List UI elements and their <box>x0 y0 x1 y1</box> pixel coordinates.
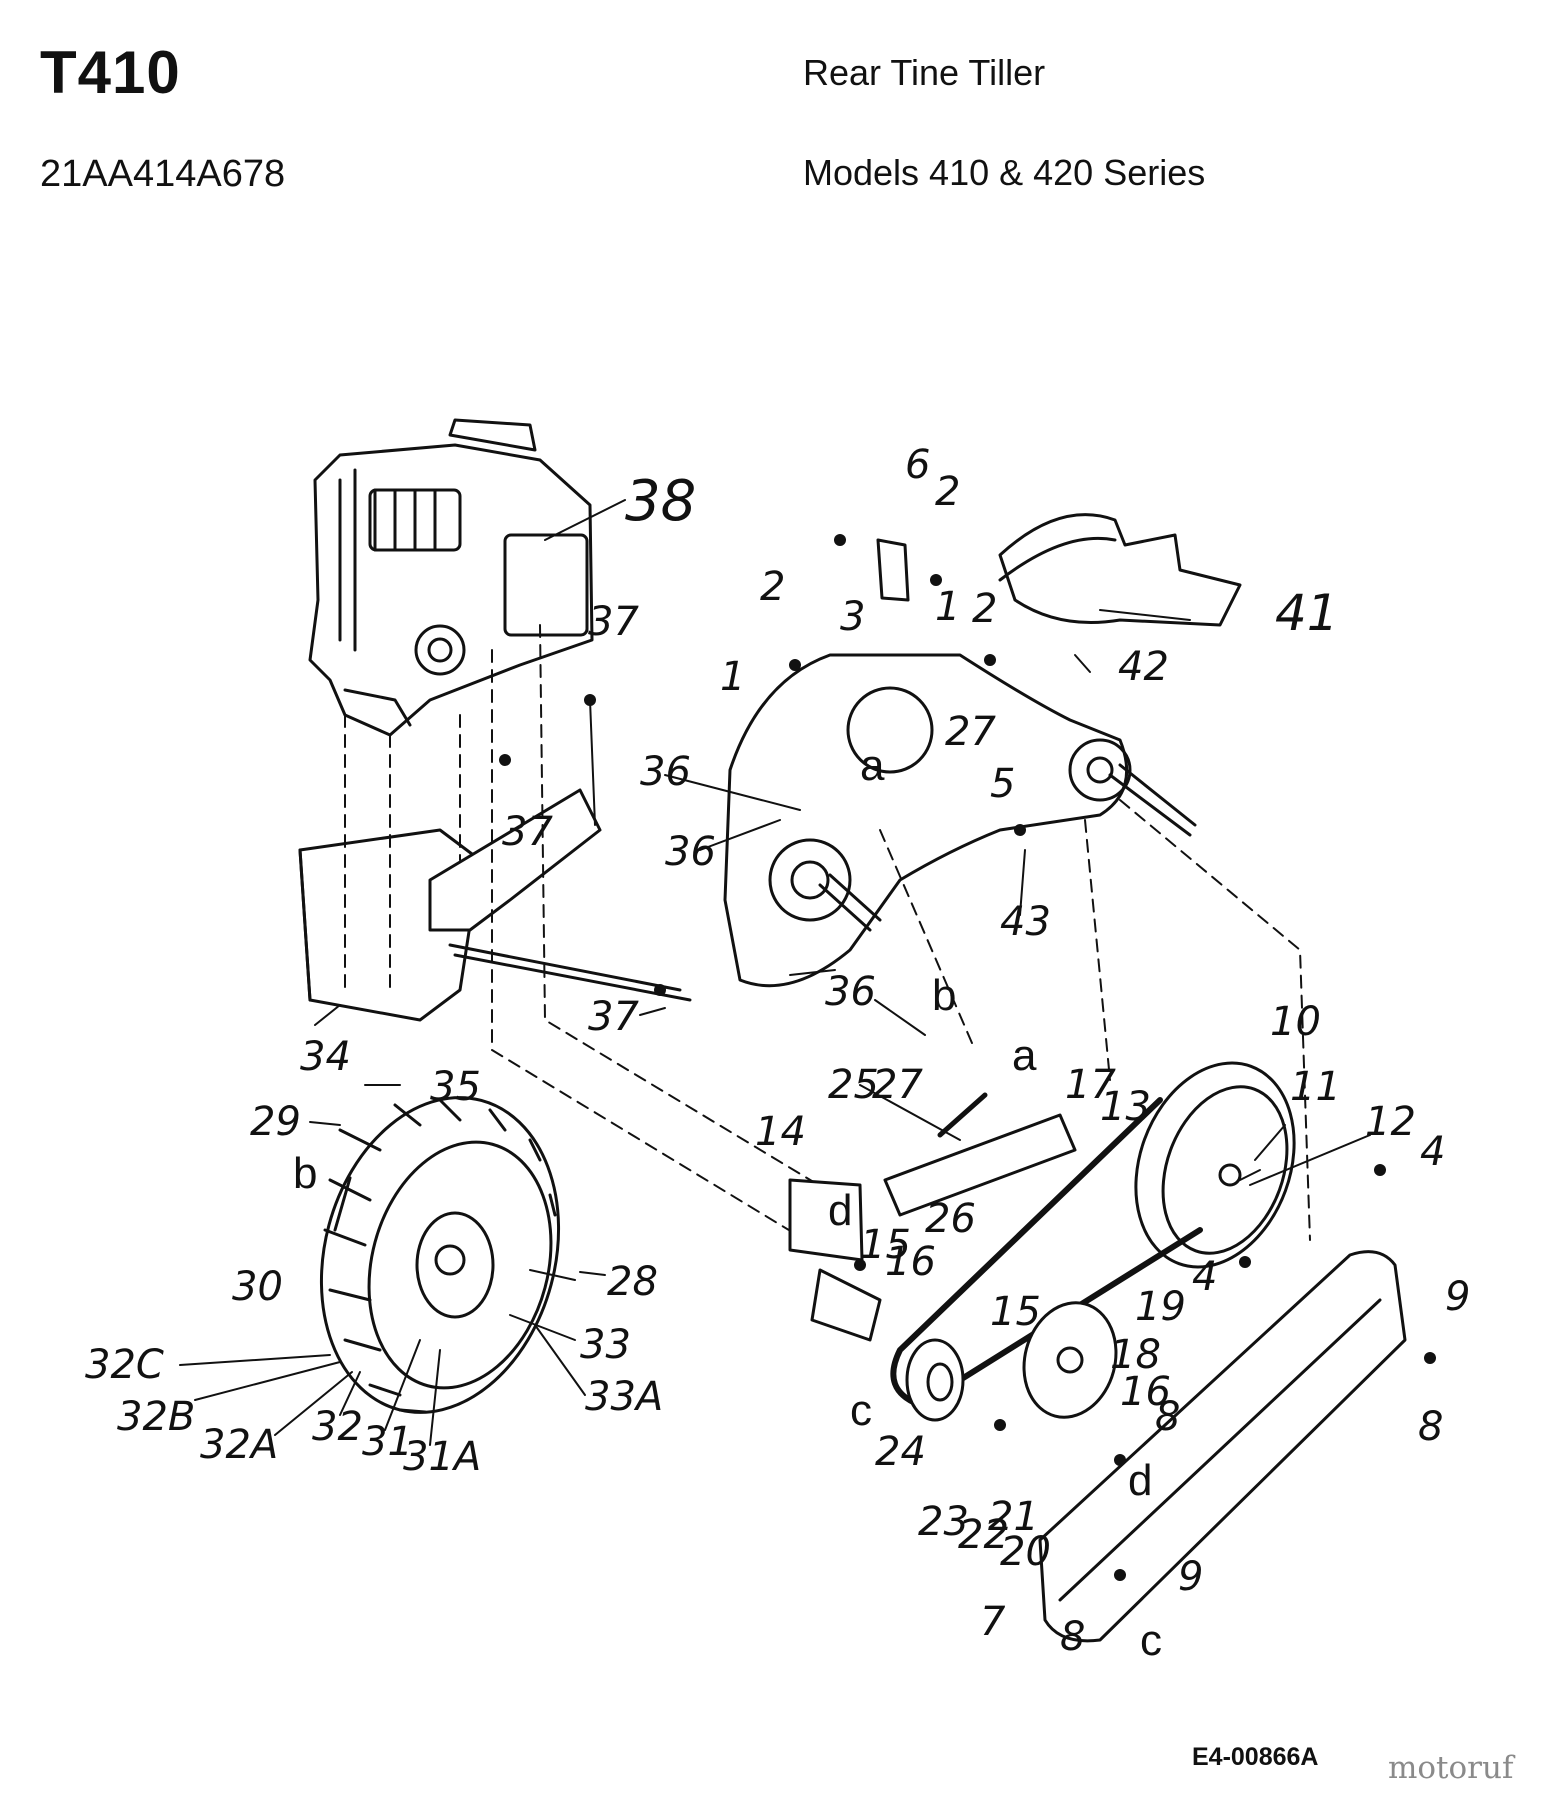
callout-2: 2 <box>935 469 960 515</box>
callout-31: 31 <box>362 1419 413 1465</box>
support-rod <box>448 943 692 1002</box>
ref-letter-d: d <box>1128 1456 1152 1505</box>
callout-24: 24 <box>875 1429 926 1475</box>
wheel-assembly <box>319 1096 561 1414</box>
callout-8: 8 <box>1155 1394 1180 1440</box>
callout-13: 13 <box>1100 1084 1151 1130</box>
callout-11: 11 <box>1290 1064 1341 1110</box>
idler-arm <box>883 1113 1077 1217</box>
product-name: Rear Tine Tiller <box>803 52 1046 93</box>
callout-15: 15 <box>860 1222 911 1268</box>
ref-letter-b: b <box>932 971 956 1020</box>
callout-36: 36 <box>825 969 876 1015</box>
callout-2: 2 <box>760 564 785 610</box>
callout-36: 36 <box>665 829 716 875</box>
callout-37: 37 <box>588 994 639 1040</box>
ref-letter-a: a <box>1012 1031 1037 1080</box>
callout-28: 28 <box>607 1259 658 1305</box>
bracket-6 <box>876 538 910 602</box>
lower-axle <box>818 873 882 932</box>
callout-27: 27 <box>945 709 996 755</box>
callout-6: 6 <box>905 442 930 488</box>
callout-2: 2 <box>972 586 997 632</box>
product-series: Models 410 & 420 Series <box>803 152 1206 193</box>
callout-18: 18 <box>1110 1332 1161 1378</box>
callout-20: 20 <box>1000 1529 1051 1575</box>
callout-30: 30 <box>232 1264 283 1310</box>
upper-axle <box>1108 763 1197 837</box>
callout-37: 37 <box>588 599 639 645</box>
callout-31A: 31A <box>403 1434 481 1480</box>
tine-shield <box>998 513 1242 627</box>
callout-38: 38 <box>625 469 696 534</box>
callout-8: 8 <box>1060 1614 1085 1660</box>
callout-3: 3 <box>840 594 865 640</box>
model-code: T410 <box>40 39 181 106</box>
callout-32B: 32B <box>117 1394 195 1440</box>
axle-pin <box>333 1176 352 1232</box>
callout-16: 16 <box>1120 1369 1171 1415</box>
callout-37: 37 <box>502 809 553 855</box>
callout-8: 8 <box>1418 1404 1443 1450</box>
hitch-bracket <box>428 788 602 932</box>
callout-32A: 32A <box>200 1422 278 1468</box>
callout-5: 5 <box>990 761 1015 807</box>
ref-letter-c: c <box>850 1386 872 1435</box>
diagram-id: E4-00866A <box>1192 1743 1319 1771</box>
callout-17: 17 <box>1065 1062 1116 1108</box>
callout-26: 26 <box>925 1196 976 1242</box>
callout-12: 12 <box>1365 1099 1416 1145</box>
watermark: motoruf <box>1388 1750 1514 1786</box>
callout-33: 33 <box>580 1322 631 1368</box>
callout-32C: 32C <box>85 1342 164 1388</box>
callout-4: 4 <box>1420 1129 1445 1175</box>
callout-9: 9 <box>1445 1274 1470 1320</box>
callout-16: 16 <box>885 1239 936 1285</box>
ref-letter-b: b <box>293 1149 317 1198</box>
callout-27: 27 <box>872 1062 923 1108</box>
chain-case <box>723 653 1132 988</box>
callout-1: 1 <box>935 584 960 630</box>
callout-41: 41 <box>1275 584 1339 642</box>
callout-43: 43 <box>1000 899 1051 945</box>
callout-7: 7 <box>980 1599 1006 1645</box>
engine <box>308 418 594 737</box>
callout-21: 21 <box>988 1494 1039 1540</box>
callout-4: 4 <box>1192 1254 1217 1300</box>
ref-letter-a: a <box>860 741 885 790</box>
callout-22: 22 <box>958 1512 1009 1558</box>
ref-letter-c: c <box>1140 1616 1162 1665</box>
belt-cover <box>1038 1250 1407 1643</box>
callout-1: 1 <box>720 654 745 700</box>
callout-19: 19 <box>1135 1284 1186 1330</box>
callout-29: 29 <box>250 1099 301 1145</box>
callout-34: 34 <box>300 1034 351 1080</box>
large-pulley <box>1134 1061 1296 1269</box>
callout-32: 32 <box>312 1404 363 1450</box>
callout-42: 42 <box>1118 644 1169 690</box>
callout-14: 14 <box>755 1109 806 1155</box>
part-number: 21AA414A678 <box>40 153 286 195</box>
idler-pulley-19 <box>1022 1301 1118 1419</box>
callout-10: 10 <box>1270 999 1321 1045</box>
callout-15: 15 <box>990 1289 1041 1335</box>
small-pulley <box>905 1338 965 1422</box>
callout-25: 25 <box>828 1062 879 1108</box>
callout-23: 23 <box>918 1499 969 1545</box>
ref-letter-d: d <box>828 1186 852 1235</box>
callout-9: 9 <box>1178 1554 1203 1600</box>
callout-36: 36 <box>640 749 691 795</box>
callout-33A: 33A <box>585 1374 663 1420</box>
callout-35: 35 <box>430 1064 481 1110</box>
